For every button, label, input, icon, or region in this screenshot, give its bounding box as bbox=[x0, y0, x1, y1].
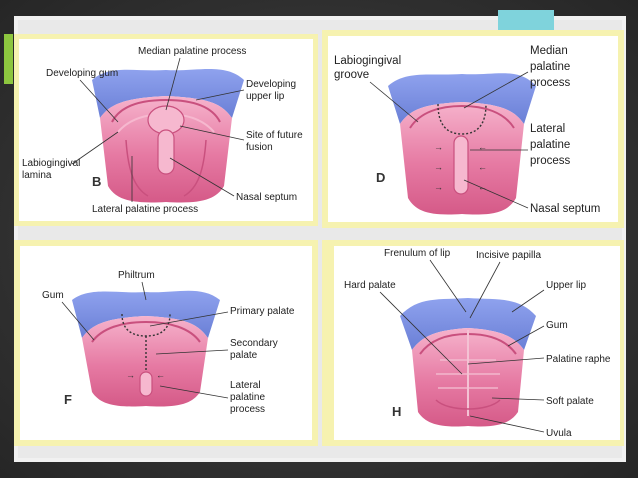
svg-text:←: ← bbox=[478, 142, 487, 152]
label-secondary-palate-1: Secondary bbox=[230, 338, 278, 349]
svg-text:→: → bbox=[434, 182, 443, 192]
label-gum: Gum bbox=[546, 320, 568, 331]
label-frenulum-of-lip: Frenulum of lip bbox=[384, 248, 451, 259]
label-median-2: palatine bbox=[530, 61, 570, 73]
svg-text:←: ← bbox=[478, 162, 487, 172]
label-uvula: Uvula bbox=[546, 428, 572, 439]
label-developing-upper-lip-2: upper lip bbox=[246, 91, 285, 102]
upper-lip-shape bbox=[388, 73, 536, 124]
palate-shape bbox=[82, 316, 208, 407]
svg-text:←: ← bbox=[156, 370, 165, 380]
cyan-accent-tab bbox=[498, 10, 554, 30]
panel-b: B Median palatine process Developing gum… bbox=[14, 34, 318, 226]
label-site-future-fusion-1: Site of future bbox=[246, 130, 303, 141]
label-lateral-2: palatine bbox=[230, 392, 265, 403]
label-site-future-fusion-2: fusion bbox=[246, 142, 273, 153]
label-primary-palate: Primary palate bbox=[230, 306, 295, 317]
label-nasal-septum: Nasal septum bbox=[236, 192, 297, 203]
upper-lip-shape bbox=[72, 290, 220, 338]
label-median-1: Median bbox=[530, 45, 568, 57]
label-philtrum: Philtrum bbox=[118, 270, 155, 281]
label-lateral-1: Lateral bbox=[230, 380, 261, 391]
panel-d-letter: D bbox=[376, 170, 385, 185]
label-incisive-papilla: Incisive papilla bbox=[476, 250, 541, 261]
panel-h-letter: H bbox=[392, 404, 401, 419]
label-labiogingival-groove-2: groove bbox=[334, 69, 369, 81]
label-secondary-palate-2: palate bbox=[230, 350, 258, 361]
label-lateral-2: palatine bbox=[530, 139, 570, 151]
label-gum: Gum bbox=[42, 290, 64, 301]
panel-b-letter: B bbox=[92, 174, 101, 189]
svg-text:→: → bbox=[434, 162, 443, 172]
label-developing-upper-lip-1: Developing bbox=[246, 79, 296, 90]
label-lateral-1: Lateral bbox=[530, 123, 565, 135]
label-lateral-3: process bbox=[530, 155, 571, 167]
label-palatine-raphe: Palatine raphe bbox=[546, 354, 611, 365]
label-upper-lip: Upper lip bbox=[546, 280, 586, 291]
svg-text:←: ← bbox=[478, 182, 487, 192]
panel-d: → ← → ← → ← D Labiogingival groove Media… bbox=[322, 30, 624, 228]
label-soft-palate: Soft palate bbox=[546, 396, 594, 407]
svg-text:→: → bbox=[434, 142, 443, 152]
panel-f: → ← F Philtrum Gum Primary palate Second… bbox=[14, 240, 318, 446]
upper-lip-shape bbox=[92, 69, 244, 118]
panel-h: H Frenulum of lip Incisive papilla Hard … bbox=[322, 240, 624, 446]
green-accent-bar bbox=[4, 34, 13, 84]
upper-lip-shape bbox=[400, 298, 536, 350]
panel-f-letter: F bbox=[64, 392, 72, 407]
label-median-palatine-process: Median palatine process bbox=[138, 46, 246, 57]
label-nasal-septum: Nasal septum bbox=[530, 203, 600, 215]
svg-text:→: → bbox=[126, 370, 135, 380]
label-developing-gum: Developing gum bbox=[46, 68, 118, 79]
label-lateral-3: process bbox=[230, 404, 265, 415]
label-median-3: process bbox=[530, 77, 571, 89]
label-lateral-palatine-process: Lateral palatine process bbox=[92, 204, 198, 215]
label-labiogingival-groove-1: Labiogingival bbox=[334, 55, 401, 67]
label-labiogingival-lamina-1: Labiogingival bbox=[22, 158, 80, 169]
label-labiogingival-lamina-2: lamina bbox=[22, 170, 52, 181]
label-hard-palate: Hard palate bbox=[344, 280, 396, 291]
